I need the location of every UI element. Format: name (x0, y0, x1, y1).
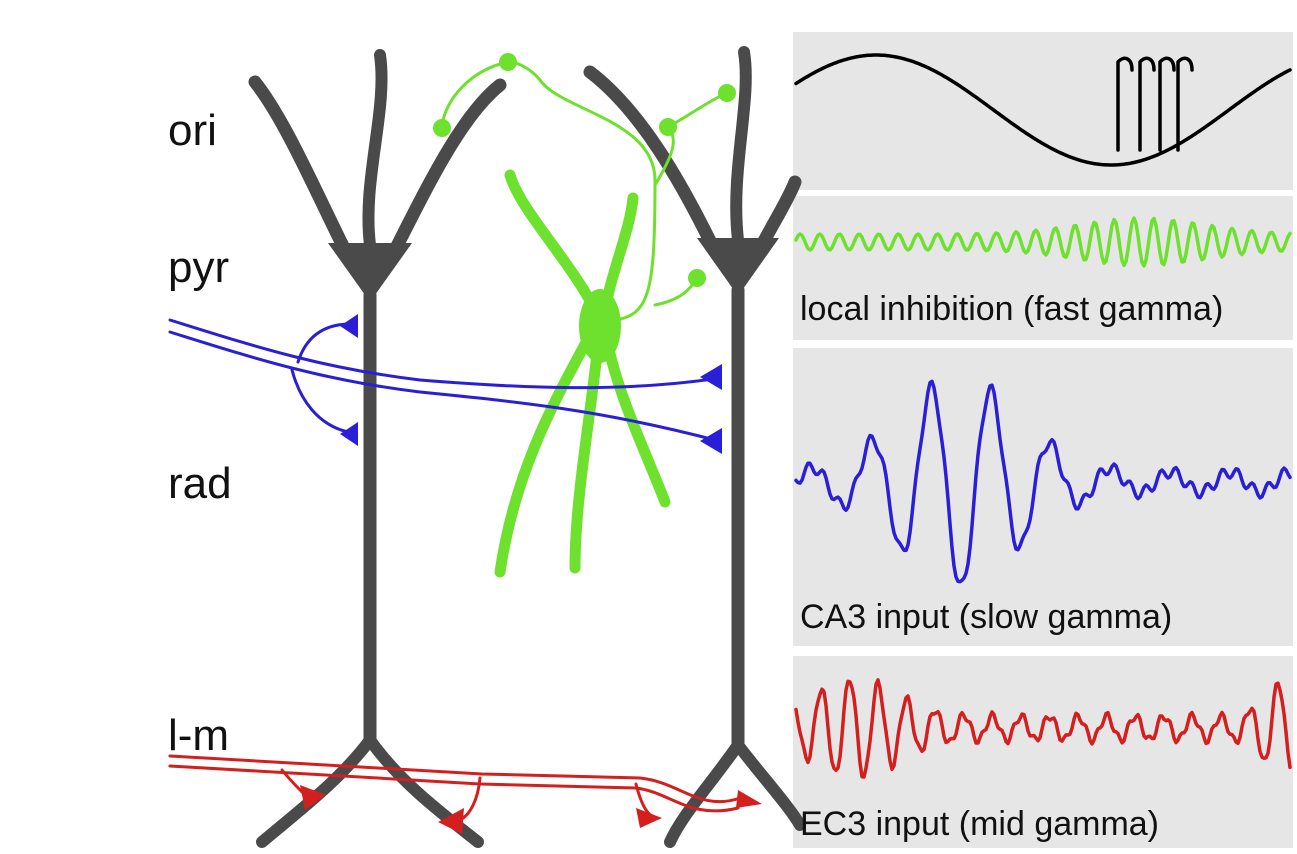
basal-dendrite-left (583, 65, 719, 252)
layer-label-pyr: pyr (168, 243, 229, 292)
caption-ec3-input: EC3 input (mid gamma) (800, 805, 1159, 843)
pyramidal-cell-right (583, 46, 806, 848)
interneuron-soma (579, 289, 621, 363)
lfp-traces (794, 53, 1292, 779)
layer-label-l-m: l-m (168, 711, 229, 760)
synapse-terminal (438, 808, 464, 834)
interneuron (433, 53, 736, 578)
theta-trace (794, 53, 1292, 167)
tuft-right (364, 734, 484, 848)
ec3-axon (168, 754, 762, 834)
bouton (659, 118, 677, 136)
synapse-terminal (300, 785, 326, 810)
bouton (718, 84, 736, 102)
soma (697, 238, 779, 296)
basal-dendrite-right (755, 175, 802, 252)
slow-gamma-panel (793, 348, 1293, 646)
soma (328, 243, 412, 302)
synapse-terminal (736, 790, 762, 808)
theta-panel (793, 32, 1293, 190)
bouton (688, 269, 706, 287)
basal-dendrite-mid (362, 49, 388, 251)
slow-gamma-trace (794, 379, 1292, 584)
dendrite-down-3 (602, 339, 671, 508)
bouton (433, 119, 451, 137)
pyramidal-cell-left (248, 49, 507, 848)
trace-panels (793, 32, 1293, 848)
fast-gamma-trace (794, 216, 1292, 268)
synapse-terminal (636, 808, 662, 828)
mid-gamma-trace (794, 678, 1292, 779)
caption-ca3-input: CA3 input (slow gamma) (800, 598, 1172, 636)
tuft-left (664, 739, 744, 848)
synapse-terminal (700, 428, 722, 454)
ca3-branch-lower (290, 368, 350, 434)
basal-dendrite-right (388, 78, 507, 257)
synapse-terminal (340, 314, 358, 338)
bouton (499, 53, 517, 71)
ca3-axon (168, 314, 722, 454)
dendrite-down-1 (494, 329, 596, 578)
synapse-terminal (340, 422, 358, 446)
dendrite-up-left (504, 169, 604, 321)
axon-branch-right-2 (666, 91, 729, 129)
axon (506, 59, 657, 322)
layer-label-rad: rad (168, 459, 232, 508)
caption-local-inhibition: local inhibition (fast gamma) (800, 290, 1223, 328)
synapse-terminal (700, 364, 722, 390)
tuft-right (732, 739, 806, 831)
fast-gamma-panel (793, 196, 1293, 340)
tuft-left (256, 734, 376, 848)
layer-label-ori: ori (168, 106, 217, 155)
basal-dendrite-mid (730, 46, 752, 246)
ca3-branch-upper (296, 322, 350, 364)
axon-branch-left (440, 60, 510, 128)
dendrite-down-2 (569, 339, 604, 574)
basal-dendrite-left (248, 75, 352, 257)
